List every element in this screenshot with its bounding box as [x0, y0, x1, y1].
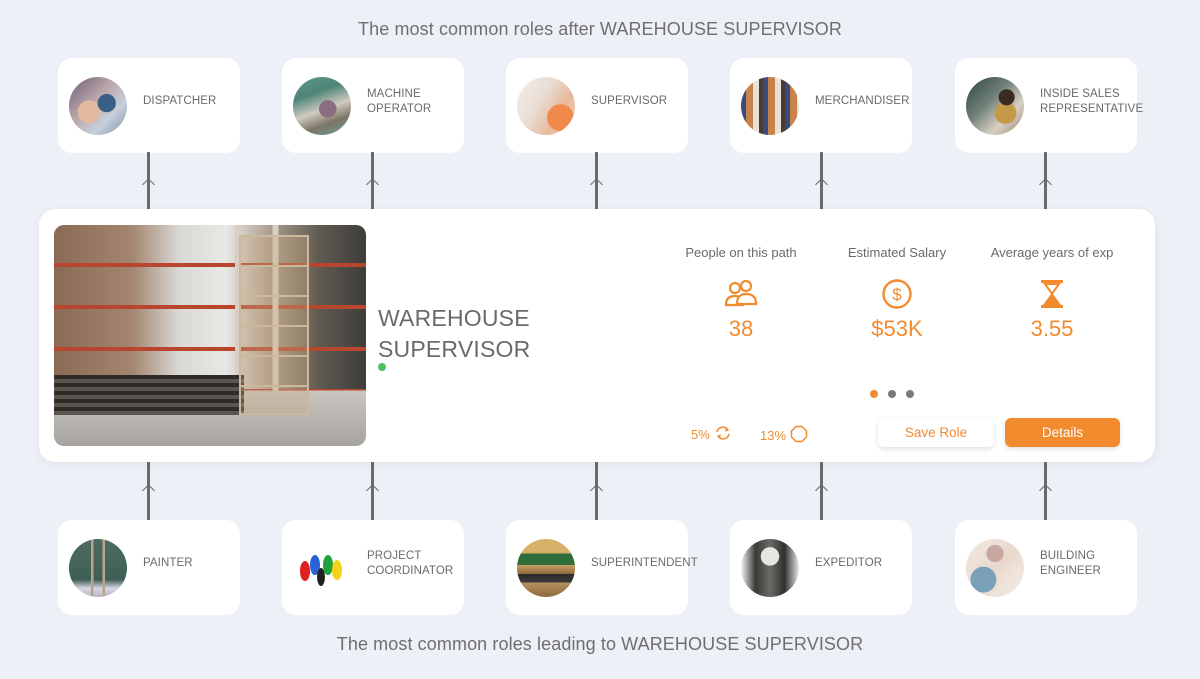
stat-value: 3.55 [1030, 316, 1074, 341]
carousel-dot-2[interactable] [888, 390, 896, 398]
arrow-up-icon [366, 178, 379, 191]
mini-stat-refresh: 5% [691, 425, 732, 444]
previous-role-card-expeditor[interactable]: EXPEDITOR [730, 520, 912, 615]
next-role-card-dispatcher[interactable]: DISPATCHER [58, 58, 240, 153]
hourglass-icon [977, 278, 1127, 310]
connector-line [371, 152, 374, 209]
people-icon [666, 278, 816, 310]
details-button[interactable]: Details [1005, 418, 1120, 447]
arrow-up-icon [590, 484, 603, 497]
carousel-dot-3[interactable] [906, 390, 914, 398]
stat-label: Average years of exp [990, 245, 1114, 260]
expeditor-avatar [741, 538, 799, 597]
connector-line [147, 462, 150, 520]
stat-estimated-salary: Estimated Salary $ $53K [822, 245, 972, 342]
status-indicator-dot [378, 363, 386, 371]
role-title-line2: SUPERVISOR [378, 336, 531, 362]
previous-role-card-painter[interactable]: PAINTER [58, 520, 240, 615]
arrow-up-icon [142, 484, 155, 497]
connector-line [820, 152, 823, 209]
arrow-up-icon [142, 178, 155, 191]
mini-stat-value: 13% [760, 428, 787, 443]
previous-role-card-project-coordinator[interactable]: PROJECT COORDINATOR [282, 520, 464, 615]
role-label: SUPERINTENDENT [591, 557, 698, 569]
stat-value: $53K [871, 316, 923, 341]
connector-line [595, 152, 598, 209]
role-label: PROJECT COORDINATOR [367, 549, 454, 577]
dollar-circle-icon: $ [822, 278, 972, 310]
warehouse-image [54, 225, 366, 446]
arrow-up-icon [1039, 178, 1052, 191]
role-label: SUPERVISOR [591, 95, 668, 107]
project-coordinator-avatar [293, 538, 351, 597]
painter-avatar [69, 538, 127, 597]
role-label: BUILDING ENGINEER [1040, 549, 1101, 577]
role-label: DISPATCHER [143, 95, 217, 107]
connector-line [595, 462, 598, 520]
current-role-card: WAREHOUSE SUPERVISOR People on this path… [39, 209, 1155, 462]
svg-text:$: $ [892, 285, 902, 304]
pallet-stack [54, 375, 244, 415]
stat-label: Estimated Salary [847, 245, 947, 260]
inside-sales-avatar [966, 76, 1024, 135]
carousel-dot-1[interactable] [870, 390, 878, 398]
building-engineer-avatar [966, 538, 1024, 597]
role-label: MERCHANDISER [815, 95, 910, 107]
arrow-up-icon [366, 484, 379, 497]
stat-label: People on this path [685, 245, 797, 260]
role-title-line1: WAREHOUSE [378, 305, 530, 331]
machine-operator-avatar [293, 76, 351, 135]
previous-roles-heading: The most common roles leading to WAREHOU… [336, 634, 864, 654]
connector-line [820, 462, 823, 520]
dispatcher-avatar [69, 76, 127, 135]
connector-line [371, 462, 374, 520]
supervisor-avatar [517, 76, 575, 135]
stat-value: 38 [728, 316, 754, 341]
stat-people-on-path: People on this path 38 [666, 245, 816, 342]
arrow-up-icon [815, 484, 828, 497]
role-label: MACHINE OPERATOR [367, 87, 432, 115]
role-label: PAINTER [143, 557, 193, 569]
mini-stat-value: 5% [691, 427, 710, 442]
next-role-card-merchandiser[interactable]: MERCHANDISER [730, 58, 912, 153]
next-role-card-inside-sales-representative[interactable]: INSIDE SALES REPRESENTATIVE [955, 58, 1143, 153]
arrow-up-icon [815, 178, 828, 191]
current-role-title: WAREHOUSE SUPERVISOR [378, 303, 530, 365]
superintendent-avatar [517, 538, 575, 597]
arrow-up-icon [1039, 484, 1052, 497]
stat-average-years-exp: Average years of exp 3.55 [977, 245, 1127, 342]
octagon-icon [790, 425, 808, 446]
next-roles-heading: The most common roles after WAREHOUSE SU… [358, 19, 842, 39]
role-label: INSIDE SALES REPRESENTATIVE [1040, 87, 1144, 115]
next-role-card-supervisor[interactable]: SUPERVISOR [506, 58, 688, 153]
merchandiser-avatar [741, 76, 799, 135]
connector-line [1044, 462, 1047, 520]
save-role-button[interactable]: Save Role [878, 418, 994, 447]
previous-role-card-building-engineer[interactable]: BUILDING ENGINEER [955, 520, 1137, 615]
role-label: EXPEDITOR [815, 557, 883, 569]
carousel-pagination [870, 390, 914, 398]
previous-role-card-superintendent[interactable]: SUPERINTENDENT [506, 520, 698, 615]
tall-shelf [239, 235, 309, 415]
arrow-up-icon [590, 178, 603, 191]
refresh-icon [714, 425, 732, 444]
connector-line [147, 152, 150, 209]
next-role-card-machine-operator[interactable]: MACHINE OPERATOR [282, 58, 464, 153]
mini-stat-octagon: 13% [760, 425, 808, 446]
connector-line [1044, 152, 1047, 209]
